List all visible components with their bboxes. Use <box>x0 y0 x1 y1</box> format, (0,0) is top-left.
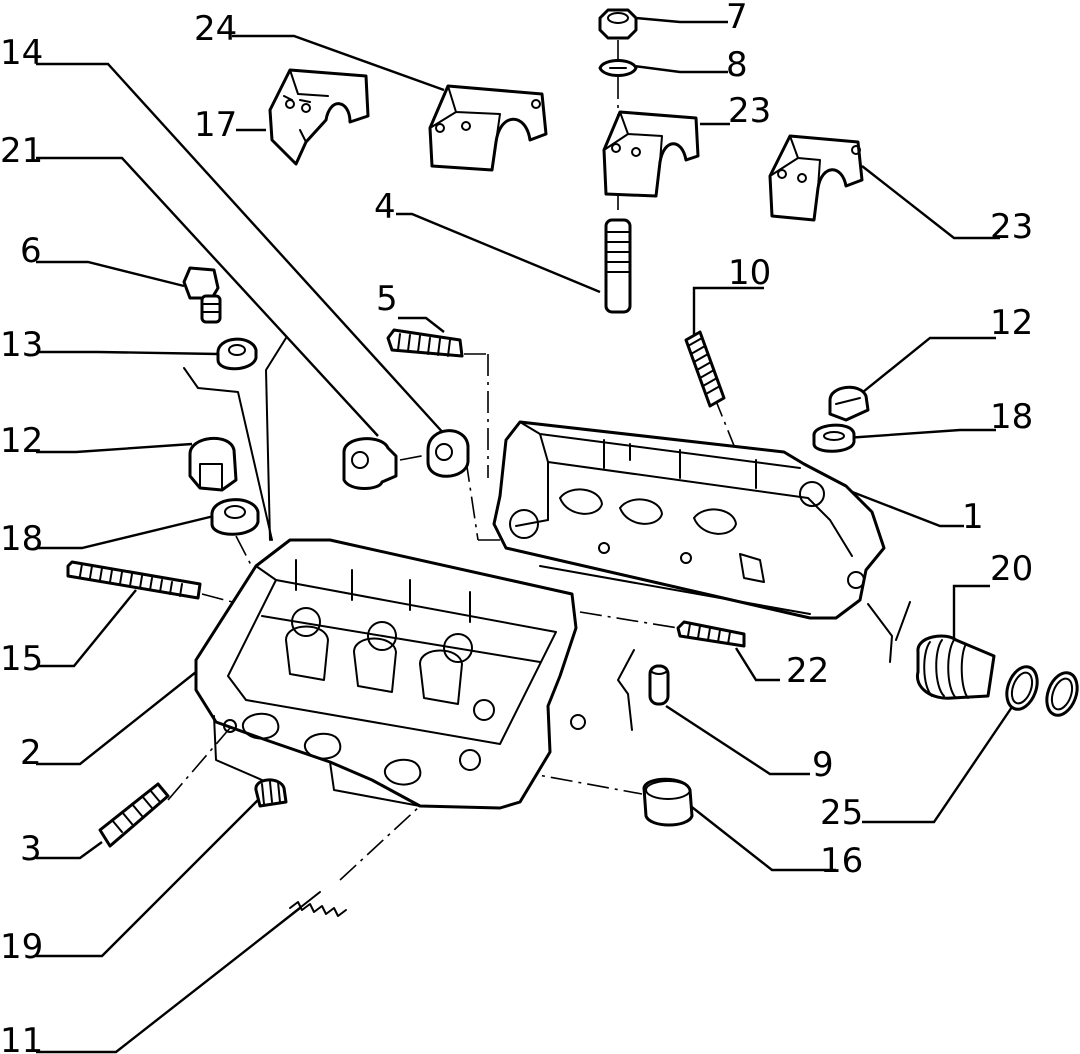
cam-cap-23-icon <box>602 110 700 198</box>
section-mark-right <box>867 603 893 663</box>
cam-cap-24-icon <box>428 84 548 172</box>
leader-19 <box>36 795 263 958</box>
callout-24: 24 <box>194 9 237 49</box>
leader-8 <box>633 64 728 74</box>
o-ring-25-icon <box>1005 665 1079 717</box>
cam-cap-23-right-icon <box>768 134 864 222</box>
leader-18a <box>845 428 996 440</box>
nut-icon <box>598 8 638 40</box>
callout-1: 1 <box>962 497 984 537</box>
leader-lines <box>36 16 1015 1054</box>
section-mark-right-b <box>895 601 911 641</box>
cam-cap-17-icon <box>268 68 370 166</box>
callout-2: 2 <box>20 733 42 773</box>
stud-15-icon <box>66 560 202 600</box>
callout-17: 17 <box>194 105 237 145</box>
leader-21 <box>36 156 379 437</box>
leader-12b <box>36 442 193 454</box>
callout-13: 13 <box>0 325 43 365</box>
callout-18-right: 18 <box>990 397 1033 437</box>
callout-7: 7 <box>726 0 748 37</box>
sleeve-20-icon <box>915 634 996 700</box>
callout-19: 19 <box>0 927 43 967</box>
leader-20 <box>952 584 990 642</box>
spring-11-icon <box>289 891 347 917</box>
leader-4 <box>396 212 601 294</box>
plug-21-icon <box>342 437 398 490</box>
cap-nut-12-right-icon <box>828 385 870 422</box>
camshaft-icon <box>261 607 541 705</box>
section-marks <box>183 337 911 731</box>
callout-15: 15 <box>0 639 43 679</box>
callout-labels: 24 14 17 21 7 8 23 23 4 10 6 5 12 13 18 … <box>0 0 1033 1054</box>
cylinder-head-1-icon <box>492 420 886 620</box>
leader-13 <box>36 350 219 356</box>
callout-11: 11 <box>0 1021 43 1054</box>
washer-18-right-icon <box>812 423 856 453</box>
washer-icon <box>598 59 638 77</box>
leader-23b <box>861 165 1000 240</box>
callout-18-left: 18 <box>0 519 43 559</box>
cylinder-head-2-icon <box>194 538 586 810</box>
callout-4: 4 <box>374 187 396 227</box>
stud-4-icon <box>604 218 632 314</box>
section-mark-left-b <box>265 337 287 541</box>
dowel-9-icon <box>648 664 670 706</box>
leader-16 <box>687 803 836 872</box>
leader-22 <box>734 647 780 682</box>
section-mark-left <box>183 367 273 541</box>
leader-9 <box>665 704 810 776</box>
leader-6 <box>36 260 185 288</box>
callout-23-top: 23 <box>728 91 771 131</box>
callout-23-right: 23 <box>990 207 1033 247</box>
leader-14 <box>36 62 447 437</box>
washer-18-left-icon <box>210 498 260 536</box>
leader-5 <box>398 316 445 333</box>
leader-24 <box>232 34 445 92</box>
callout-9: 9 <box>812 745 834 785</box>
leader-11 <box>36 907 301 1054</box>
callout-5: 5 <box>376 279 398 319</box>
cap-nut-12-left-icon <box>188 436 238 492</box>
bolt-6-icon <box>182 266 222 324</box>
callout-8: 8 <box>726 45 748 85</box>
callout-12-left: 12 <box>0 421 43 461</box>
stud-3-icon <box>98 782 170 848</box>
callout-20: 20 <box>990 549 1033 589</box>
leader-2 <box>36 671 197 766</box>
leader-10 <box>692 286 764 340</box>
callout-14: 14 <box>0 33 43 73</box>
callout-25: 25 <box>820 793 863 833</box>
washer-13-icon <box>216 337 258 371</box>
section-mark-center <box>617 649 635 731</box>
leader-15 <box>36 589 137 668</box>
seal-14-icon <box>426 429 470 478</box>
stud-5-icon <box>386 328 464 358</box>
leader-1 <box>841 486 964 528</box>
stud-10-icon <box>684 330 726 408</box>
callout-3: 3 <box>20 829 42 869</box>
plug-19-icon <box>254 778 288 808</box>
leader-7 <box>635 16 728 24</box>
callout-22: 22 <box>786 651 829 691</box>
leader-3 <box>36 841 103 860</box>
callout-16: 16 <box>820 841 863 881</box>
callout-6: 6 <box>20 231 42 271</box>
stud-22-icon <box>676 620 746 648</box>
callout-21: 21 <box>0 131 43 171</box>
bushing-16-icon <box>642 777 694 827</box>
leader-18b <box>36 514 215 550</box>
leader-12a <box>857 336 996 397</box>
callout-12-right: 12 <box>990 303 1033 343</box>
leader-25 <box>862 703 1015 824</box>
callout-10: 10 <box>728 253 771 293</box>
